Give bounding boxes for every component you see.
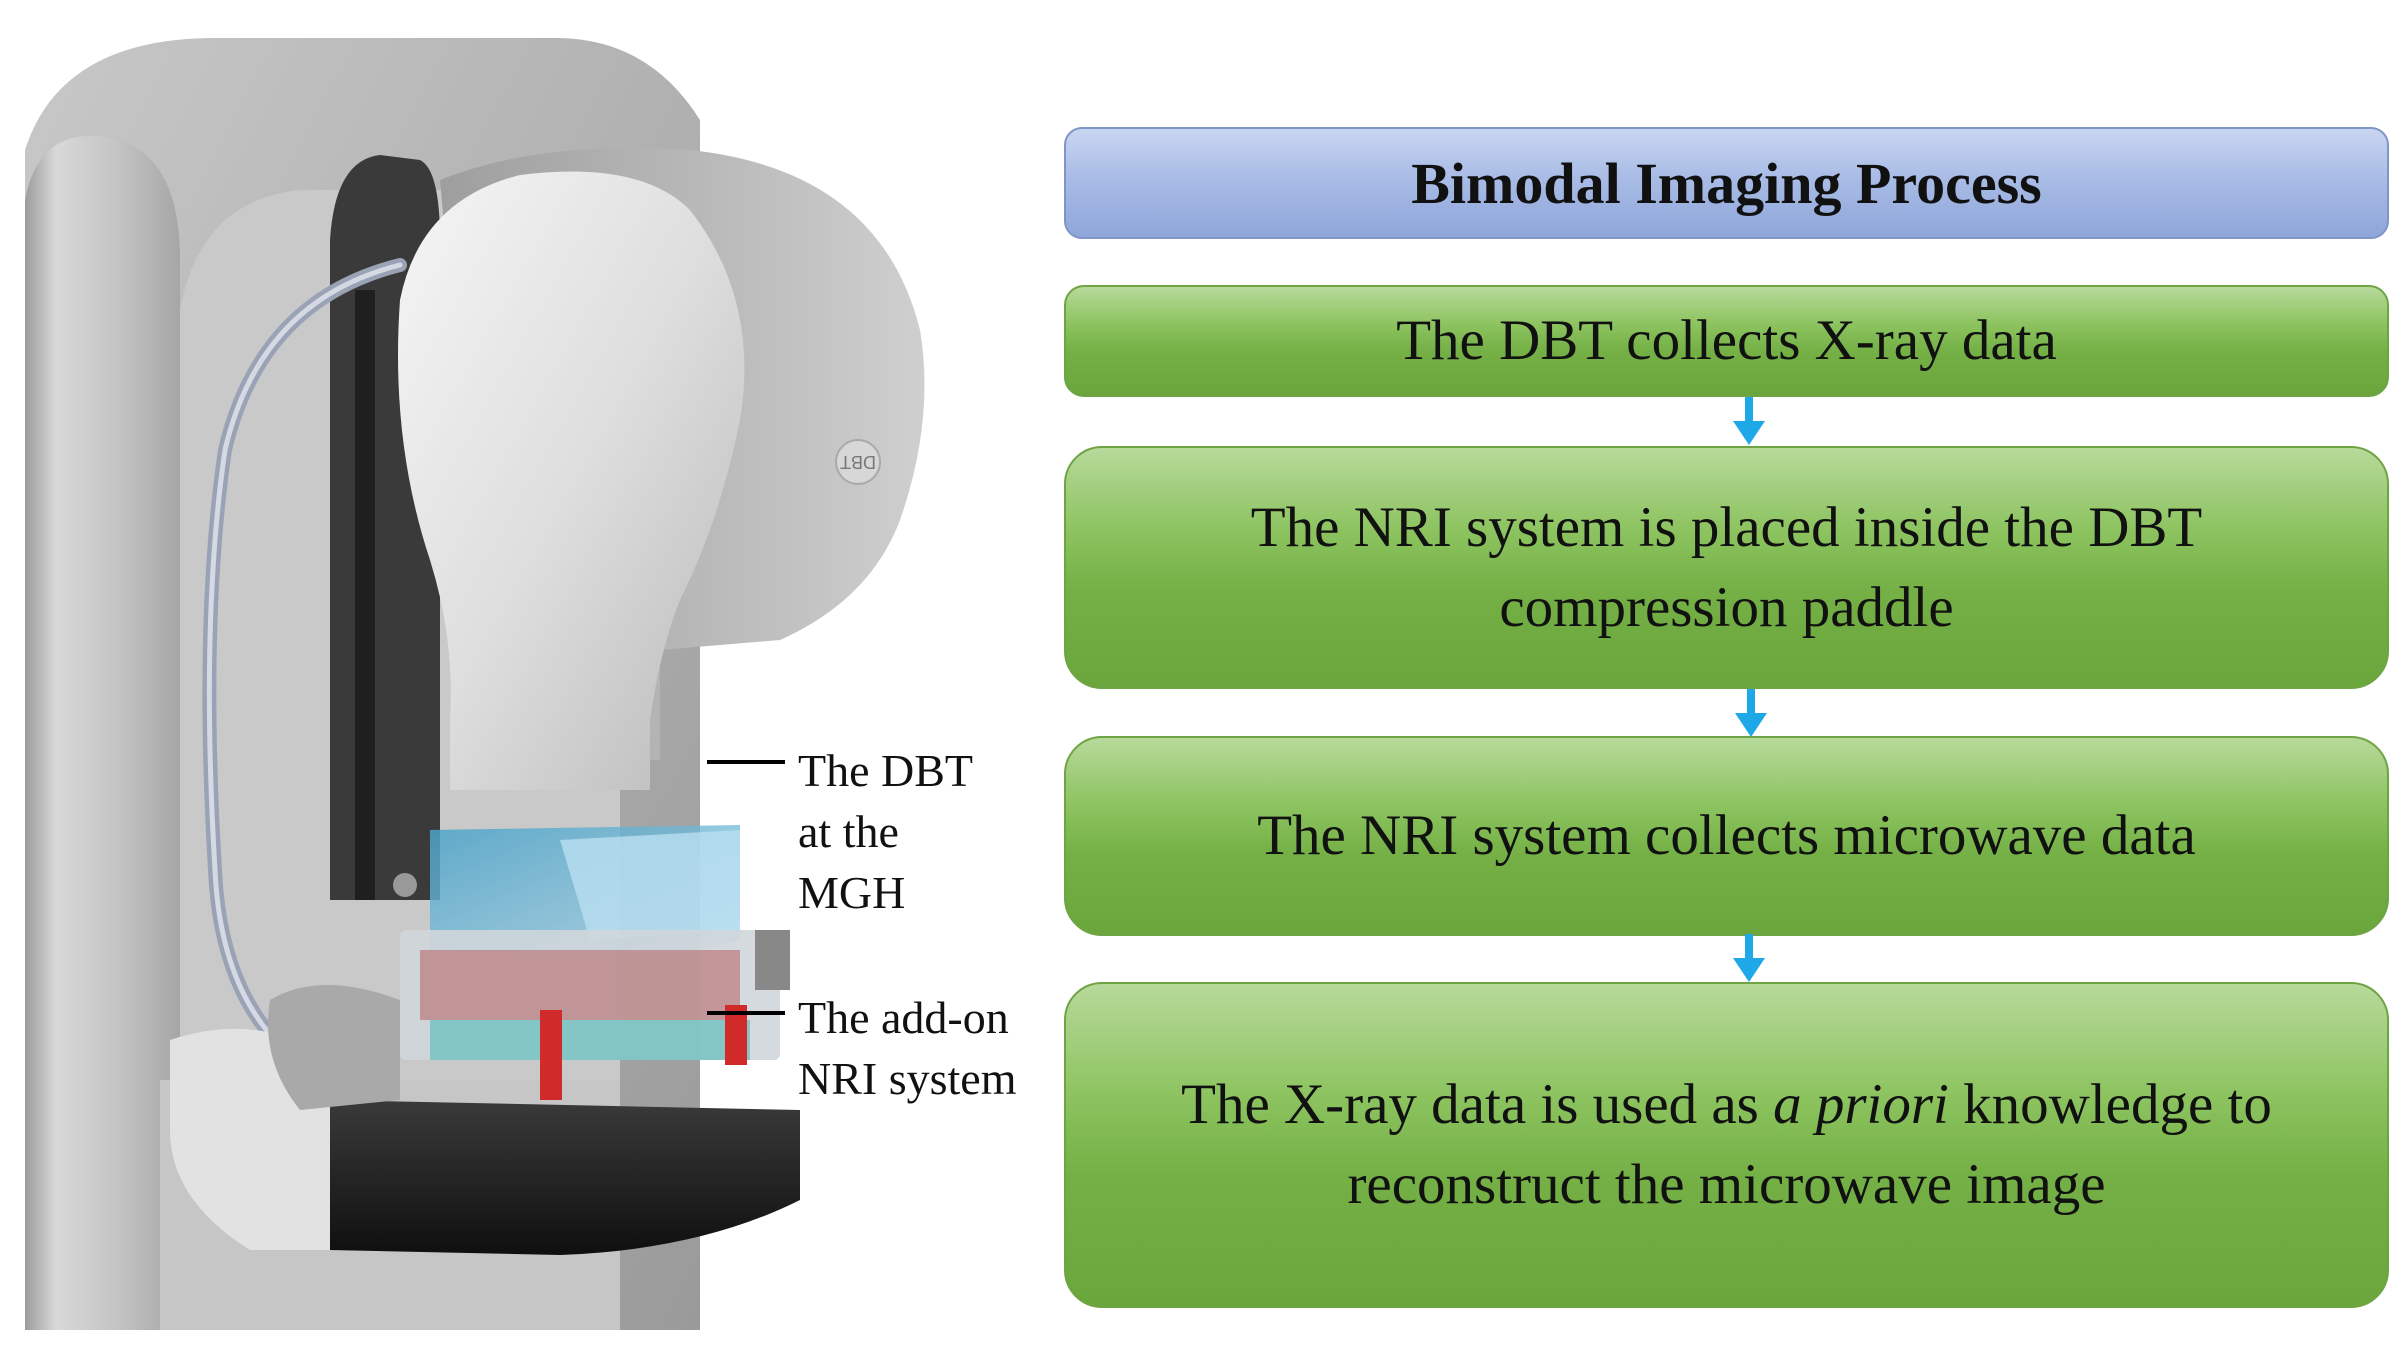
flowchart-title-box: Bimodal Imaging Process — [1064, 127, 2389, 239]
dbt-device-illustration: DBT — [25, 38, 925, 1330]
step-4-line-1a: The X-ray data is used as — [1181, 1073, 1774, 1136]
dbt-callout-line-1: The DBT — [798, 745, 974, 796]
step-box-3: The NRI system collects microwave data — [1064, 736, 2389, 936]
dbt-callout-line-2: at the — [798, 806, 899, 857]
nri-teal — [430, 1020, 750, 1060]
arrow-down-icon — [1733, 934, 1765, 982]
step-box-4: The X-ray data is used as a priori knowl… — [1064, 982, 2389, 1308]
paddle-knob — [393, 873, 417, 897]
x-ray-tube-head — [398, 171, 745, 791]
support-arm — [268, 985, 400, 1110]
step-4-line-1c: knowledge to — [1948, 1073, 2272, 1136]
nri-red-block-1 — [540, 1010, 562, 1100]
step-4-line-2: reconstruct the microwave image — [1347, 1153, 2106, 1216]
step-1-text: The DBT collects X-ray data — [1396, 309, 2057, 372]
dbt-callout-label: The DBT at the MGH — [798, 740, 973, 923]
nri-callout-line-2: NRI system — [798, 1053, 1017, 1104]
step-4-text: The X-ray data is used as a priori knowl… — [1181, 1065, 2272, 1225]
nri-callout-label: The add-on NRI system — [798, 987, 1017, 1109]
nri-red-block-2 — [725, 1005, 747, 1065]
nri-connector — [755, 930, 790, 990]
dbt-callout-line-3: MGH — [798, 867, 906, 918]
nri-leader-line — [707, 1011, 785, 1015]
dbt-leader-line — [707, 760, 785, 764]
arrow-down-icon — [1735, 689, 1767, 737]
nri-board — [420, 950, 740, 1020]
step-2-line-1: The NRI system is placed inside the DBT — [1250, 495, 2203, 559]
detector-tray — [330, 1100, 800, 1255]
step-4-italic: a priori — [1773, 1073, 1949, 1136]
step-2-line-2: compression paddle — [1499, 575, 1954, 639]
rail — [355, 290, 375, 900]
gantry-pillar — [25, 136, 180, 1330]
dbt-badge-text: DBT — [840, 452, 876, 472]
hose-highlight — [206, 262, 403, 1043]
step-box-2: The NRI system is placed inside the DBT … — [1064, 446, 2389, 689]
step-box-1: The DBT collects X-ray data — [1064, 285, 2389, 397]
step-3-text: The NRI system collects microwave data — [1257, 804, 2196, 867]
paddle-window — [560, 830, 740, 940]
arrow-down-icon — [1733, 397, 1765, 445]
nri-callout-line-1: The add-on — [798, 992, 1009, 1043]
dbt-badge-icon — [835, 439, 881, 485]
flowchart-title: Bimodal Imaging Process — [1411, 150, 2042, 216]
step-2-text: The NRI system is placed inside the DBT … — [1251, 488, 2202, 648]
